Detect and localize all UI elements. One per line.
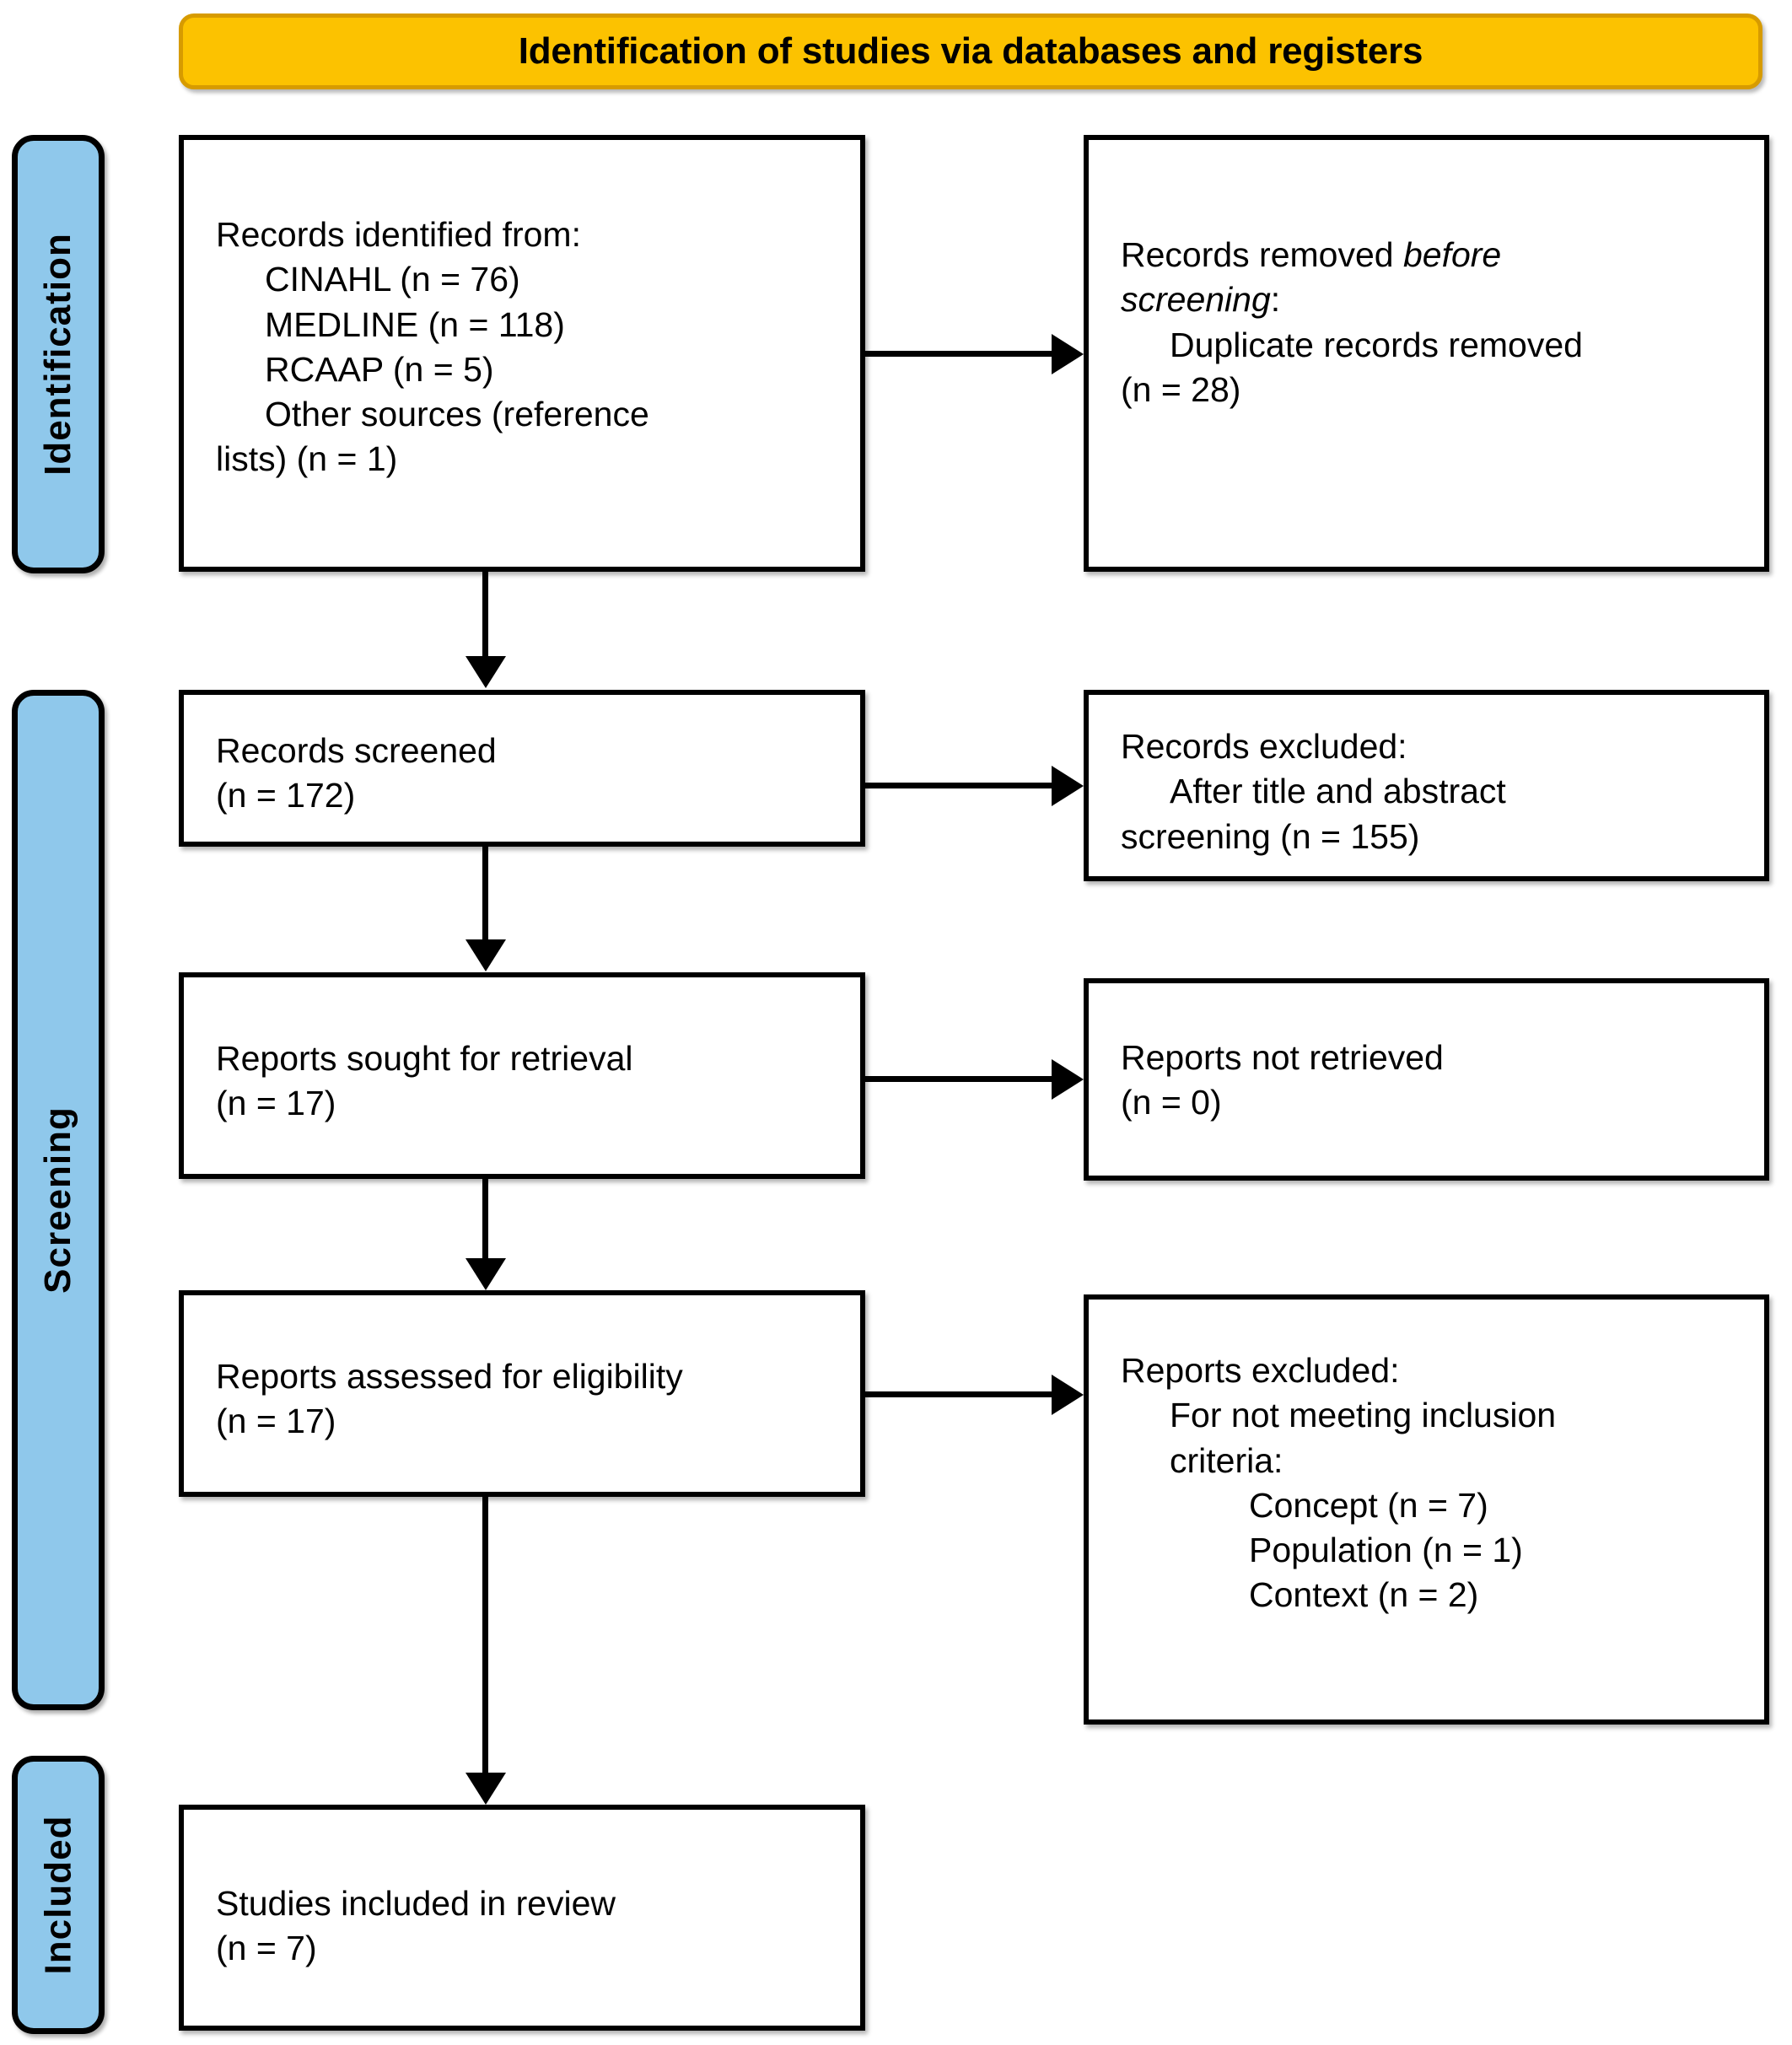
records-removed-heading-prefix: Records removed <box>1121 235 1403 274</box>
box-reports-sought-text: Reports sought for retrieval (n = 17) <box>216 1036 843 1127</box>
records-identified-heading: Records identified from: <box>216 215 581 254</box>
connector-arrow-assessed-to-included <box>465 1773 506 1805</box>
records-screened-line2: (n = 172) <box>216 776 356 815</box>
connector-line-sought-to-not-retrieved <box>865 1076 1052 1082</box>
records-screened-line1: Records screened <box>216 731 497 770</box>
stage-pill-identification-label: Identification <box>37 233 78 476</box>
records-removed-heading-line1: Records removed before <box>1121 233 1747 277</box>
box-records-screened: Records screened (n = 172) <box>179 690 865 847</box>
connector-arrow-identified-to-removed <box>1052 334 1084 374</box>
box-reports-excluded: Reports excluded: For not meeting inclus… <box>1084 1294 1769 1725</box>
reports-not-retrieved-line1: Reports not retrieved <box>1121 1038 1444 1077</box>
connector-line-assessed-to-included <box>482 1497 488 1773</box>
records-identified-item-other-b: lists) (n = 1) <box>216 439 398 479</box>
reports-sought-line1: Reports sought for retrieval <box>216 1039 633 1078</box>
records-identified-item-medline: MEDLINE (n = 118) <box>265 304 565 344</box>
reports-excluded-reason-a: For not meeting inclusion <box>1170 1396 1557 1435</box>
records-removed-item-b: (n = 28) <box>1121 369 1241 409</box>
box-records-removed-text: Records removed before screening: Duplic… <box>1121 233 1747 412</box>
box-reports-sought: Reports sought for retrieval (n = 17) <box>179 972 865 1179</box>
connector-arrow-sought-to-assessed <box>465 1258 506 1290</box>
records-identified-item-other-a: Other sources (reference <box>265 395 649 434</box>
phase-header-banner: Identification of studies via databases … <box>179 13 1762 89</box>
box-reports-assessed-text: Reports assessed for eligibility (n = 17… <box>216 1354 843 1445</box>
records-removed-heading-em2: screening <box>1121 280 1271 320</box>
connector-arrow-assessed-to-excluded <box>1052 1375 1084 1415</box>
box-records-identified-text: Records identified from: CINAHL (n = 76)… <box>216 213 843 482</box>
box-records-removed: Records removed before screening: Duplic… <box>1084 135 1769 572</box>
box-records-screened-text: Records screened (n = 172) <box>216 729 843 819</box>
box-reports-not-retrieved: Reports not retrieved (n = 0) <box>1084 978 1769 1181</box>
records-removed-item-a: Duplicate records removed <box>1170 325 1583 364</box>
phase-header-title: Identification of studies via databases … <box>518 30 1423 72</box>
reports-excluded-sub-population: Population (n = 1) <box>1249 1531 1523 1570</box>
box-studies-included-text: Studies included in review (n = 7) <box>216 1881 843 1972</box>
box-records-excluded-text: Records excluded: After title and abstra… <box>1121 724 1747 859</box>
box-studies-included: Studies included in review (n = 7) <box>179 1805 865 2031</box>
records-excluded-item-b: screening (n = 155) <box>1121 816 1420 856</box>
connector-line-identified-to-screened <box>482 572 488 656</box>
box-reports-assessed: Reports assessed for eligibility (n = 17… <box>179 1290 865 1497</box>
reports-assessed-line1: Reports assessed for eligibility <box>216 1357 683 1396</box>
stage-pill-screening: Screening <box>12 690 105 1710</box>
reports-sought-line2: (n = 17) <box>216 1084 336 1123</box>
records-removed-heading-em1: before <box>1402 235 1502 274</box>
reports-excluded-sub-context: Context (n = 2) <box>1249 1575 1479 1615</box>
stage-pill-identification: Identification <box>12 135 105 573</box>
studies-included-line1: Studies included in review <box>216 1884 616 1923</box>
records-removed-heading-suffix: : <box>1270 280 1281 320</box>
records-excluded-heading: Records excluded: <box>1121 727 1407 766</box>
reports-excluded-sub-concept: Concept (n = 7) <box>1249 1485 1488 1525</box>
connector-arrow-screened-to-excluded <box>1052 766 1084 806</box>
stage-pill-included-label: Included <box>37 1815 78 1975</box>
records-identified-item-rcaap: RCAAP (n = 5) <box>265 349 494 389</box>
reports-excluded-heading: Reports excluded: <box>1121 1351 1400 1390</box>
connector-arrow-screened-to-sought <box>465 939 506 971</box>
connector-line-sought-to-assessed <box>482 1179 488 1258</box>
studies-included-line2: (n = 7) <box>216 1929 317 1968</box>
stage-pill-screening-label: Screening <box>37 1106 78 1294</box>
box-reports-not-retrieved-text: Reports not retrieved (n = 0) <box>1121 1036 1747 1126</box>
reports-assessed-line2: (n = 17) <box>216 1402 336 1441</box>
box-reports-excluded-text: Reports excluded: For not meeting inclus… <box>1121 1348 1747 1618</box>
connector-line-identified-to-removed <box>865 351 1052 357</box>
reports-not-retrieved-line2: (n = 0) <box>1121 1083 1222 1122</box>
records-removed-heading-line2: screening: <box>1121 277 1747 322</box>
connector-line-assessed-to-excluded <box>865 1391 1052 1397</box>
box-records-identified: Records identified from: CINAHL (n = 76)… <box>179 135 865 572</box>
stage-pill-included: Included <box>12 1756 105 2034</box>
records-excluded-item-a: After title and abstract <box>1170 772 1506 811</box>
reports-excluded-reason-b: criteria: <box>1170 1440 1283 1480</box>
connector-arrow-sought-to-not-retrieved <box>1052 1059 1084 1100</box>
records-identified-item-cinahl: CINAHL (n = 76) <box>265 260 520 299</box>
connector-arrow-identified-to-screened <box>465 656 506 688</box>
connector-line-screened-to-sought <box>482 847 488 939</box>
box-records-excluded: Records excluded: After title and abstra… <box>1084 690 1769 881</box>
connector-line-screened-to-excluded <box>865 783 1052 788</box>
